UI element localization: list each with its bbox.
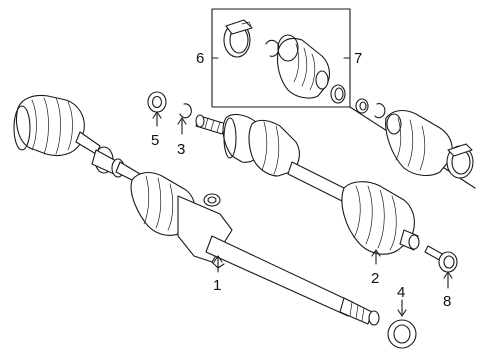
callout-label-1: 1 — [213, 277, 221, 294]
inset-small-clamp — [330, 84, 346, 104]
part-4-seal — [387, 319, 417, 349]
callout-3: 3 — [177, 117, 187, 158]
inset-boot-clamp — [223, 19, 253, 58]
callout-label-8: 8 — [443, 293, 451, 310]
kit-cv-boot — [385, 109, 453, 177]
callout-5: 5 — [151, 111, 162, 149]
left-long-shaft — [205, 235, 353, 317]
callout-label-5: 5 — [151, 132, 159, 149]
callout-7: 7 — [354, 50, 362, 67]
callout-label-3: 3 — [177, 141, 185, 158]
callout-label-6: 6 — [196, 50, 204, 67]
part-1-left-axle — [13, 94, 380, 326]
callout-label-4: 4 — [397, 284, 405, 301]
boot-kit-inset — [211, 8, 476, 189]
part-5-washer — [147, 91, 167, 113]
part-3-circlip — [179, 103, 192, 119]
callout-label-2: 2 — [371, 270, 379, 287]
callout-2: 2 — [371, 249, 381, 287]
callout-1: 1 — [213, 255, 223, 294]
inset-snap-ring — [265, 39, 280, 57]
callout-label-7: 7 — [354, 50, 362, 67]
inset-cv-boot — [276, 34, 331, 99]
callout-8: 8 — [443, 271, 453, 310]
right-shaft — [287, 161, 349, 203]
part-8-hub-bolt — [424, 245, 458, 273]
callout-4: 4 — [397, 284, 407, 317]
kit-snap-ring — [374, 103, 386, 119]
kit-large-clamp — [446, 143, 474, 179]
outer-boot-kit — [355, 98, 474, 179]
part-2-right-axle — [195, 113, 420, 255]
callout-6: 6 — [196, 50, 204, 67]
